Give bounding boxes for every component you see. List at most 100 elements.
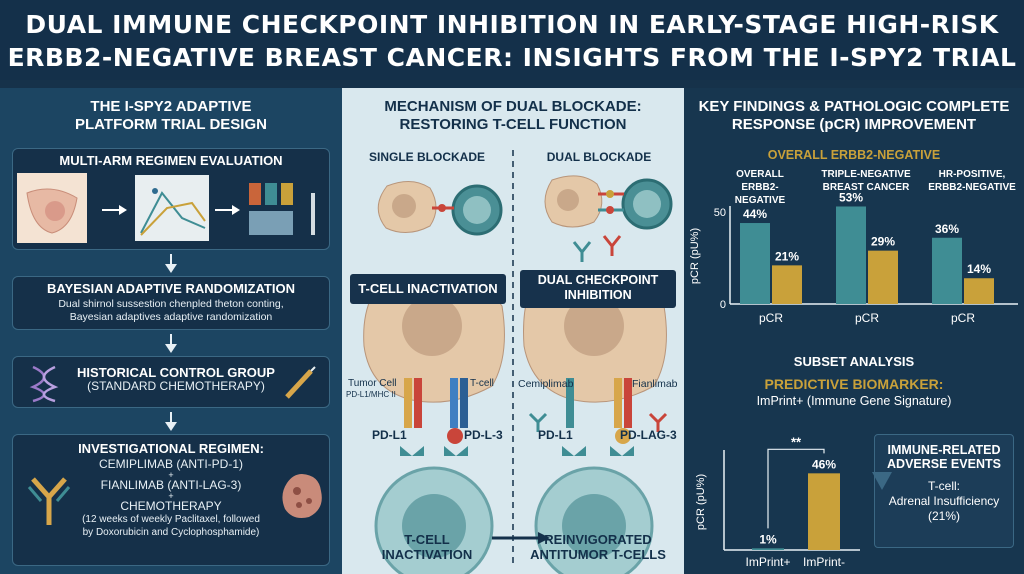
data-label: 36% [935, 222, 959, 236]
chemo-note-1: (12 weeks of weekly Paclitaxel, followed [82, 514, 260, 525]
flow-line-3 [170, 412, 172, 424]
plus-2: + [168, 491, 174, 501]
bayesian-box: BAYESIAN ADAPTIVE RANDOMIZATION Dual shi… [12, 276, 330, 330]
data-label: 44% [743, 207, 767, 221]
bar [772, 265, 802, 304]
significance-bracket [767, 448, 825, 529]
group-label-3: HR-POSITIVE, ERBB2-NEGATIVE [924, 168, 1020, 194]
bayesian-title: BAYESIAN ADAPTIVE RANDOMIZATION [47, 281, 295, 296]
flow-arrow-1 [165, 264, 177, 273]
vial-icon-2 [265, 183, 277, 205]
dna-icon [29, 365, 59, 403]
pill-pack-icon [249, 211, 293, 235]
findings-subheading: OVERALL ERBB2-NEGATIVE [767, 148, 941, 162]
bar [964, 278, 994, 304]
y-tick-label: 0 [720, 299, 726, 311]
pointer-arrow-icon [872, 472, 892, 490]
fianlimab-label: Fianlimab [632, 378, 678, 390]
dual-checkpoint-line1: DUAL CHECKPOINT [537, 273, 659, 287]
x-tick-label: ImPrint- [803, 555, 845, 569]
adverse-line2: Adrenal Insufficiency [888, 494, 1000, 508]
historical-control-title: HISTORICAL CONTROL GROUP [77, 365, 275, 380]
bar [752, 548, 784, 550]
adverse-events-detail: T-cell: Adrenal Insufficiency (21%) [875, 479, 1013, 524]
adverse-line3: (21%) [927, 509, 960, 523]
predictive-biomarker-subtitle: ImPrint+ (Immune Gene Signature) [756, 394, 952, 408]
syringe-icon-2 [285, 366, 316, 399]
tumor-cell-label: Tumor Cell [348, 378, 397, 389]
drug-2: FIANLIMAB (ANTI-LAG-3) [100, 478, 242, 492]
group-2-line1: TRIPLE-NEGATIVE [821, 169, 911, 180]
flow-line-2 [170, 334, 172, 346]
cemiplimab-antibody [528, 412, 548, 432]
vial-icon [249, 183, 261, 205]
investigational-title: INVESTIGATIONAL REGIMEN: [78, 441, 264, 456]
cemiplimab-label: Cemiplimab [518, 378, 574, 390]
tumor-cell-icon [282, 474, 322, 518]
subset-analysis-heading: SUBSET ANALYSIS [793, 354, 915, 369]
antibody-icon [27, 477, 71, 525]
bar [808, 473, 840, 550]
historical-control-subtitle: (STANDARD CHEMOTHERAPY) [87, 379, 265, 393]
historical-control-box: HISTORICAL CONTROL GROUP (STANDARD CHEMO… [12, 356, 330, 408]
findings-heading: KEY FINDINGS & PATHOLOGIC COMPLETE RESPO… [684, 98, 1024, 134]
investigational-box: INVESTIGATIONAL REGIMEN: CEMIPLIMAB (ANT… [12, 434, 330, 566]
bar [868, 250, 898, 304]
data-label: 46% [812, 457, 836, 471]
mechanism-illustration [363, 150, 673, 574]
pd-l1-receptor [404, 378, 412, 428]
group-1-line2: ERBB2-NEGATIVE [734, 182, 786, 206]
pd-l-3-label: PD-L-3 [464, 428, 503, 442]
caption-left-line2: INACTIVATION [381, 547, 473, 562]
bar [836, 206, 866, 304]
mechanism-heading: MECHANISM OF DUAL BLOCKADE: RESTORING T-… [342, 98, 684, 134]
t-cell-label: T-cell [470, 378, 494, 389]
trial-design-heading-line1: THE I-SPY2 ADAPTIVE [90, 98, 252, 115]
significance-marker: ** [791, 434, 802, 449]
trial-design-heading: THE I-SPY2 ADAPTIVE PLATFORM TRIAL DESIG… [0, 98, 342, 134]
t-cell-inactivation-box: T-CELL INACTIVATION [350, 274, 506, 304]
trial-design-panel: THE I-SPY2 ADAPTIVE PLATFORM TRIAL DESIG… [0, 88, 342, 574]
mechanism-heading-line2: RESTORING T-CELL FUNCTION [399, 116, 627, 133]
group-label-2: TRIPLE-NEGATIVE BREAST CANCER [816, 168, 916, 194]
mechanism-heading-line1: MECHANISM OF DUAL BLOCKADE: [384, 98, 642, 115]
predictive-biomarker-heading: PREDICTIVE BIOMARKER: [764, 376, 944, 392]
bayesian-line1: Dual shirnol sussestion chenpled theton … [58, 298, 284, 310]
data-label: 29% [871, 235, 895, 249]
antibody-small [572, 241, 592, 262]
multi-arm-box: MULTI-ARM REGIMEN EVALUATION [12, 148, 330, 250]
x-tick-label: pCR [951, 311, 975, 325]
y-axis-label: pCR (pU%) [689, 228, 701, 284]
x-tick-label: pCR [759, 311, 783, 325]
bayesian-line2: Bayesian adaptives adaptive randomizatio… [69, 311, 273, 323]
adverse-title-line1: IMMUNE-RELATED [887, 443, 1001, 457]
data-label: 53% [839, 190, 863, 204]
drug-1: CEMIPLIMAB (ANTI-PD-1) [98, 457, 243, 471]
bar [740, 223, 770, 304]
x-tick-label: ImPrint+ [745, 555, 790, 569]
imprint-bar-chart: pCR (pU%)1%ImPrint+46%ImPrint-** [695, 434, 860, 569]
adverse-title-line2: ADVERSE EVENTS [887, 457, 1001, 471]
group-3-line2: ERBB2-NEGATIVE [928, 182, 1016, 193]
y-axis-label: pCR (pU%) [695, 474, 707, 530]
adverse-events-box: IMMUNE-RELATED ADVERSE EVENTS T-cell: Ad… [874, 434, 1014, 548]
findings-heading-line1: KEY FINDINGS & PATHOLOGIC COMPLETE [698, 98, 1010, 115]
bar [932, 237, 962, 304]
caption-right-line1: REINVIGORATED [544, 532, 652, 547]
caption-left-line1: T-CELL [404, 532, 450, 547]
dual-checkpoint-line2: INHIBITION [564, 288, 632, 302]
tumor-cell-sublabel: PD-L1/MHC II [346, 390, 396, 399]
t-cell-inactivation-caption: T-CELL INACTIVATION [352, 532, 502, 562]
group-label-1: OVERALL ERBB2-NEGATIVE [720, 168, 800, 207]
trial-design-heading-line2: PLATFORM TRIAL DESIGN [75, 116, 267, 133]
pd-l1-right-label: PD-L1 [538, 428, 573, 442]
findings-heading-line2: RESPONSE (pCR) IMPROVEMENT [731, 116, 977, 133]
pd-l1-label: PD-L1 [372, 428, 407, 442]
data-label: 14% [967, 262, 991, 276]
dual-blockade-label: DUAL BLOCKADE [546, 150, 652, 164]
single-blockade-label: SINGLE BLOCKADE [368, 150, 485, 164]
vial-icon-3 [281, 183, 293, 205]
plus-1: + [168, 470, 174, 480]
group-3-line1: HR-POSITIVE, [938, 169, 1006, 180]
